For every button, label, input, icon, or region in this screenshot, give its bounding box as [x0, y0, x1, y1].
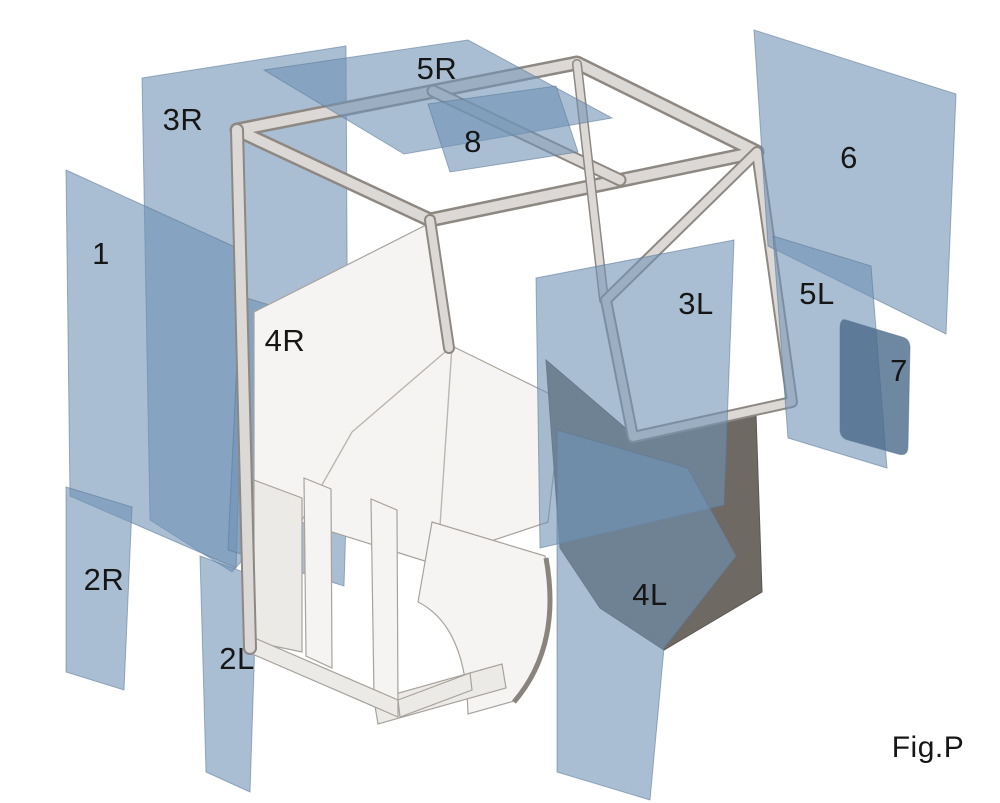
left-lower-wall [253, 479, 303, 653]
part-label-6: 6 [840, 140, 858, 175]
front-center-pillar-core [426, 216, 453, 352]
part-label-3l: 3L [678, 286, 714, 321]
part-label-5l: 5L [799, 276, 835, 311]
glass-panel-2r [65, 486, 133, 691]
figure-caption: Fig.P [891, 731, 965, 764]
part-label-4r: 4R [264, 323, 306, 358]
part-label-4l: 4L [632, 577, 668, 612]
part-label-7: 7 [890, 353, 908, 388]
part-label-3r: 3R [162, 102, 204, 137]
part-label-1: 1 [92, 236, 110, 271]
glass-panel-1 [65, 169, 247, 569]
part-label-5r: 5R [416, 51, 458, 86]
part-label-8: 8 [464, 124, 482, 159]
glass-panel-7 [839, 319, 911, 456]
front-center-pillar [424, 214, 455, 354]
part-label-2l: 2L [219, 641, 255, 676]
door-post-rear [370, 498, 399, 709]
fender-arc-shadow [512, 557, 553, 704]
glass-panel-4l [556, 429, 737, 801]
sill-front [397, 672, 473, 718]
a-pillar-left-core [232, 125, 255, 653]
a-pillar-left [230, 123, 257, 655]
glass-panel-8 [427, 85, 579, 173]
part-label-2r: 2R [83, 562, 125, 597]
door-post-front [303, 477, 333, 669]
